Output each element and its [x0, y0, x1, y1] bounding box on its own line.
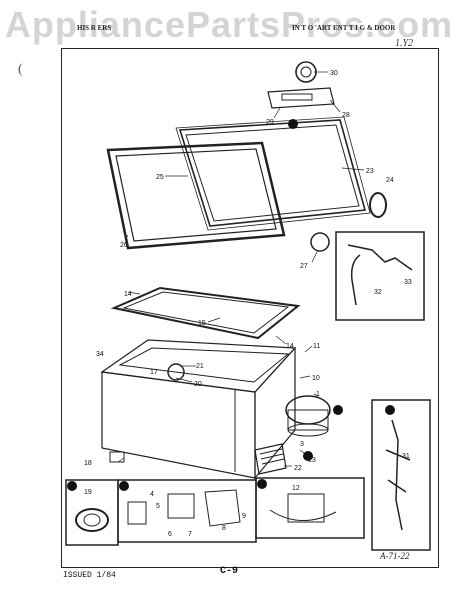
- callout-25: 25: [156, 174, 164, 181]
- compressor: [285, 395, 331, 437]
- callout-13: 13: [308, 457, 316, 464]
- callout-14a: 14: [124, 291, 132, 298]
- drawing-number: A-71-22: [380, 551, 410, 561]
- callout-18: 18: [84, 460, 92, 467]
- margin-mark: (: [18, 62, 23, 77]
- callout-14b: 14: [286, 343, 294, 350]
- callout-33: 33: [404, 279, 412, 286]
- door-panel: [175, 116, 371, 231]
- section-marker-5: [288, 119, 298, 129]
- watermark: AppliancePartsPros.com: [4, 4, 454, 45]
- page-ref: 1.Y2: [395, 38, 414, 49]
- inset-5: [371, 399, 431, 551]
- callout-15: 15: [198, 320, 206, 327]
- issued-date: ISSUED 1/84: [63, 571, 116, 580]
- callout-21: 21: [196, 363, 204, 370]
- grille: [254, 443, 287, 475]
- callout-12: 12: [292, 485, 300, 492]
- callout-22: 22: [294, 465, 302, 472]
- header-right: IN T O 'ART ENT T I G & DOOR: [292, 24, 396, 32]
- callout-11: 11: [313, 343, 320, 350]
- page-number: C-9: [220, 566, 239, 577]
- callout-24: 24: [386, 177, 394, 184]
- callout-8: 8: [222, 525, 226, 532]
- latch-inset: [335, 231, 425, 321]
- section-marker-3: [333, 405, 343, 415]
- section-marker-3b: [119, 481, 129, 491]
- section-marker-1: [67, 481, 77, 491]
- inset-4: [255, 477, 365, 539]
- callout-27: 27: [300, 263, 308, 270]
- breaker-strip: [110, 286, 301, 340]
- hinge-assembly: [267, 61, 335, 109]
- callout-3: 3: [300, 441, 304, 448]
- inset-3: [117, 479, 257, 543]
- callout-20: 20: [194, 381, 202, 388]
- door-gasket: [106, 141, 286, 250]
- section-marker-5b: [385, 405, 395, 415]
- cabinet: [100, 339, 297, 480]
- diagram-frame: [61, 48, 439, 568]
- callout-26: 26: [120, 242, 128, 249]
- callout-9: 9: [242, 513, 246, 520]
- callout-28: 28: [342, 112, 350, 119]
- section-marker-4: [257, 479, 267, 489]
- callout-29: 29: [266, 119, 274, 126]
- section-marker-2: [303, 451, 313, 461]
- callout-10: 10: [312, 375, 320, 382]
- callout-17: 17: [150, 369, 158, 376]
- header-left: HIS R ERS: [77, 24, 112, 32]
- callout-1: 1: [316, 391, 320, 398]
- callout-5: 5: [156, 503, 160, 510]
- callout-30: 30: [330, 70, 338, 77]
- callout-2: 2: [303, 453, 307, 460]
- callout-7: 7: [188, 531, 192, 538]
- callout-31: 31: [402, 453, 410, 460]
- callout-4: 4: [150, 491, 154, 498]
- callout-6: 6: [168, 531, 172, 538]
- callout-23: 23: [366, 168, 374, 175]
- callout-19: 19: [84, 489, 92, 496]
- callout-34: 34: [96, 351, 104, 358]
- callout-32: 32: [374, 289, 382, 296]
- callout-5b: 5: [387, 408, 391, 415]
